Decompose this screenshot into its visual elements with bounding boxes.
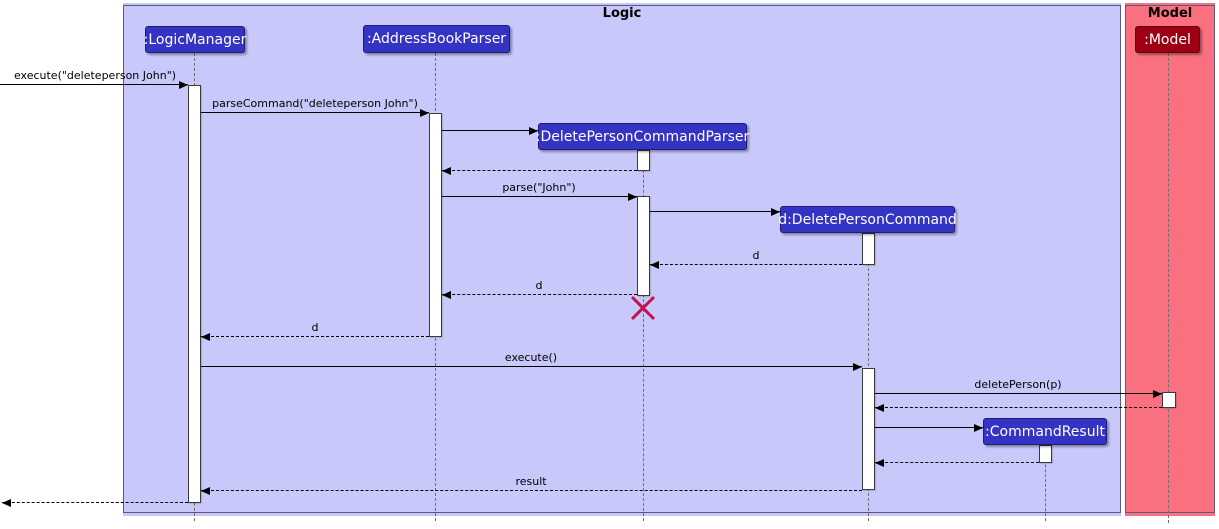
- participant-delete-person-command: d:DeletePersonCommand: [778, 206, 957, 233]
- participant-delete-person-command-parser: :DeletePersonCommandParser: [535, 123, 750, 150]
- participant-logic-manager: :LogicManager: [143, 26, 247, 53]
- arrowhead-return-d-to-abp: [442, 291, 451, 299]
- activation-command-result: [1039, 445, 1052, 463]
- arrowhead-delete-person: [1153, 390, 1162, 398]
- message-label-execute: execute(): [504, 351, 558, 364]
- participant-address-book-parser-label: :AddressBookParser: [366, 31, 507, 47]
- message-line-parse-command: [201, 112, 429, 113]
- message-line-return-d-to-parser: [650, 264, 862, 265]
- arrowhead-execute: [853, 363, 862, 371]
- message-label-parse: parse("John"): [502, 181, 576, 194]
- message-line-result: [201, 490, 862, 491]
- arrowhead-result: [201, 487, 210, 495]
- message-line-return-outgoing: [2, 502, 188, 503]
- message-label-delete-person: deletePerson(p): [974, 378, 1062, 391]
- message-line-return-from-command-result: [875, 462, 1039, 463]
- message-line-return-create-parser: [442, 170, 637, 171]
- message-line-return-d-to-logic-manager: [201, 336, 429, 337]
- activation-address-book-parser: [429, 113, 442, 337]
- message-line-execute: [201, 366, 862, 367]
- message-label-return-d-to-abp: d: [535, 279, 543, 292]
- participant-command-result: :CommandResult: [983, 418, 1107, 445]
- message-line-return-d-to-abp: [442, 294, 637, 295]
- lifeline-command-result: [1045, 445, 1046, 521]
- logic-frame-title: Logic: [602, 6, 642, 21]
- arrowhead-return-create-parser: [442, 167, 451, 175]
- arrowhead-create-command-result: [974, 424, 983, 432]
- arrowhead-return-d-to-logic-manager: [201, 333, 210, 341]
- activation-command-create: [862, 233, 875, 265]
- model-frame-title: Model: [1147, 6, 1193, 21]
- destroy-x-icon: [630, 295, 656, 321]
- participant-model-label: :Model: [1144, 31, 1191, 48]
- arrowhead-create-parser: [529, 127, 538, 135]
- participant-address-book-parser: :AddressBookParser: [363, 25, 510, 53]
- activation-command-execute: [862, 368, 875, 490]
- activation-parser-parse: [637, 196, 650, 296]
- arrowhead-parse: [628, 193, 637, 201]
- arrowhead-return-d-to-parser: [650, 261, 659, 269]
- message-line-create-command-result: [875, 427, 983, 428]
- activation-model: [1162, 392, 1176, 408]
- message-label-execute-incoming: execute("deleteperson John"): [13, 69, 177, 82]
- message-line-execute-incoming: [0, 84, 188, 85]
- logic-frame-border: [123, 5, 1121, 513]
- arrowhead-create-command: [771, 208, 780, 216]
- arrowhead-return-from-model: [875, 404, 884, 412]
- arrowhead-return-outgoing: [2, 499, 11, 507]
- message-label-return-d-to-parser: d: [752, 249, 760, 262]
- participant-delete-person-command-parser-label: :DeletePersonCommandParser: [535, 128, 750, 145]
- activation-logic-manager: [188, 85, 201, 503]
- lifeline-delete-person-command-parser: [643, 150, 644, 521]
- participant-delete-person-command-label: d:DeletePersonCommand: [778, 211, 957, 228]
- message-label-result: result: [515, 475, 547, 488]
- message-label-return-d-to-logic-manager: d: [311, 321, 319, 334]
- message-line-parse: [442, 196, 637, 197]
- message-line-return-from-model: [875, 407, 1162, 408]
- participant-command-result-label: :CommandResult: [985, 423, 1105, 440]
- arrowhead-parse-command: [420, 109, 429, 117]
- arrowhead-return-from-command-result: [875, 459, 884, 467]
- message-line-create-command: [650, 211, 780, 212]
- participant-model: :Model: [1135, 26, 1200, 53]
- model-frame: [1125, 3, 1215, 516]
- lifeline-model: [1168, 53, 1169, 523]
- logic-frame: [123, 3, 1121, 516]
- model-frame-border: [1125, 5, 1215, 513]
- message-line-delete-person: [875, 393, 1162, 394]
- message-line-create-parser: [442, 130, 538, 131]
- activation-parser-create: [637, 150, 650, 171]
- arrowhead-execute-incoming: [179, 81, 188, 89]
- participant-logic-manager-label: :LogicManager: [143, 31, 247, 48]
- message-label-parse-command: parseCommand("deleteperson John"): [212, 97, 418, 110]
